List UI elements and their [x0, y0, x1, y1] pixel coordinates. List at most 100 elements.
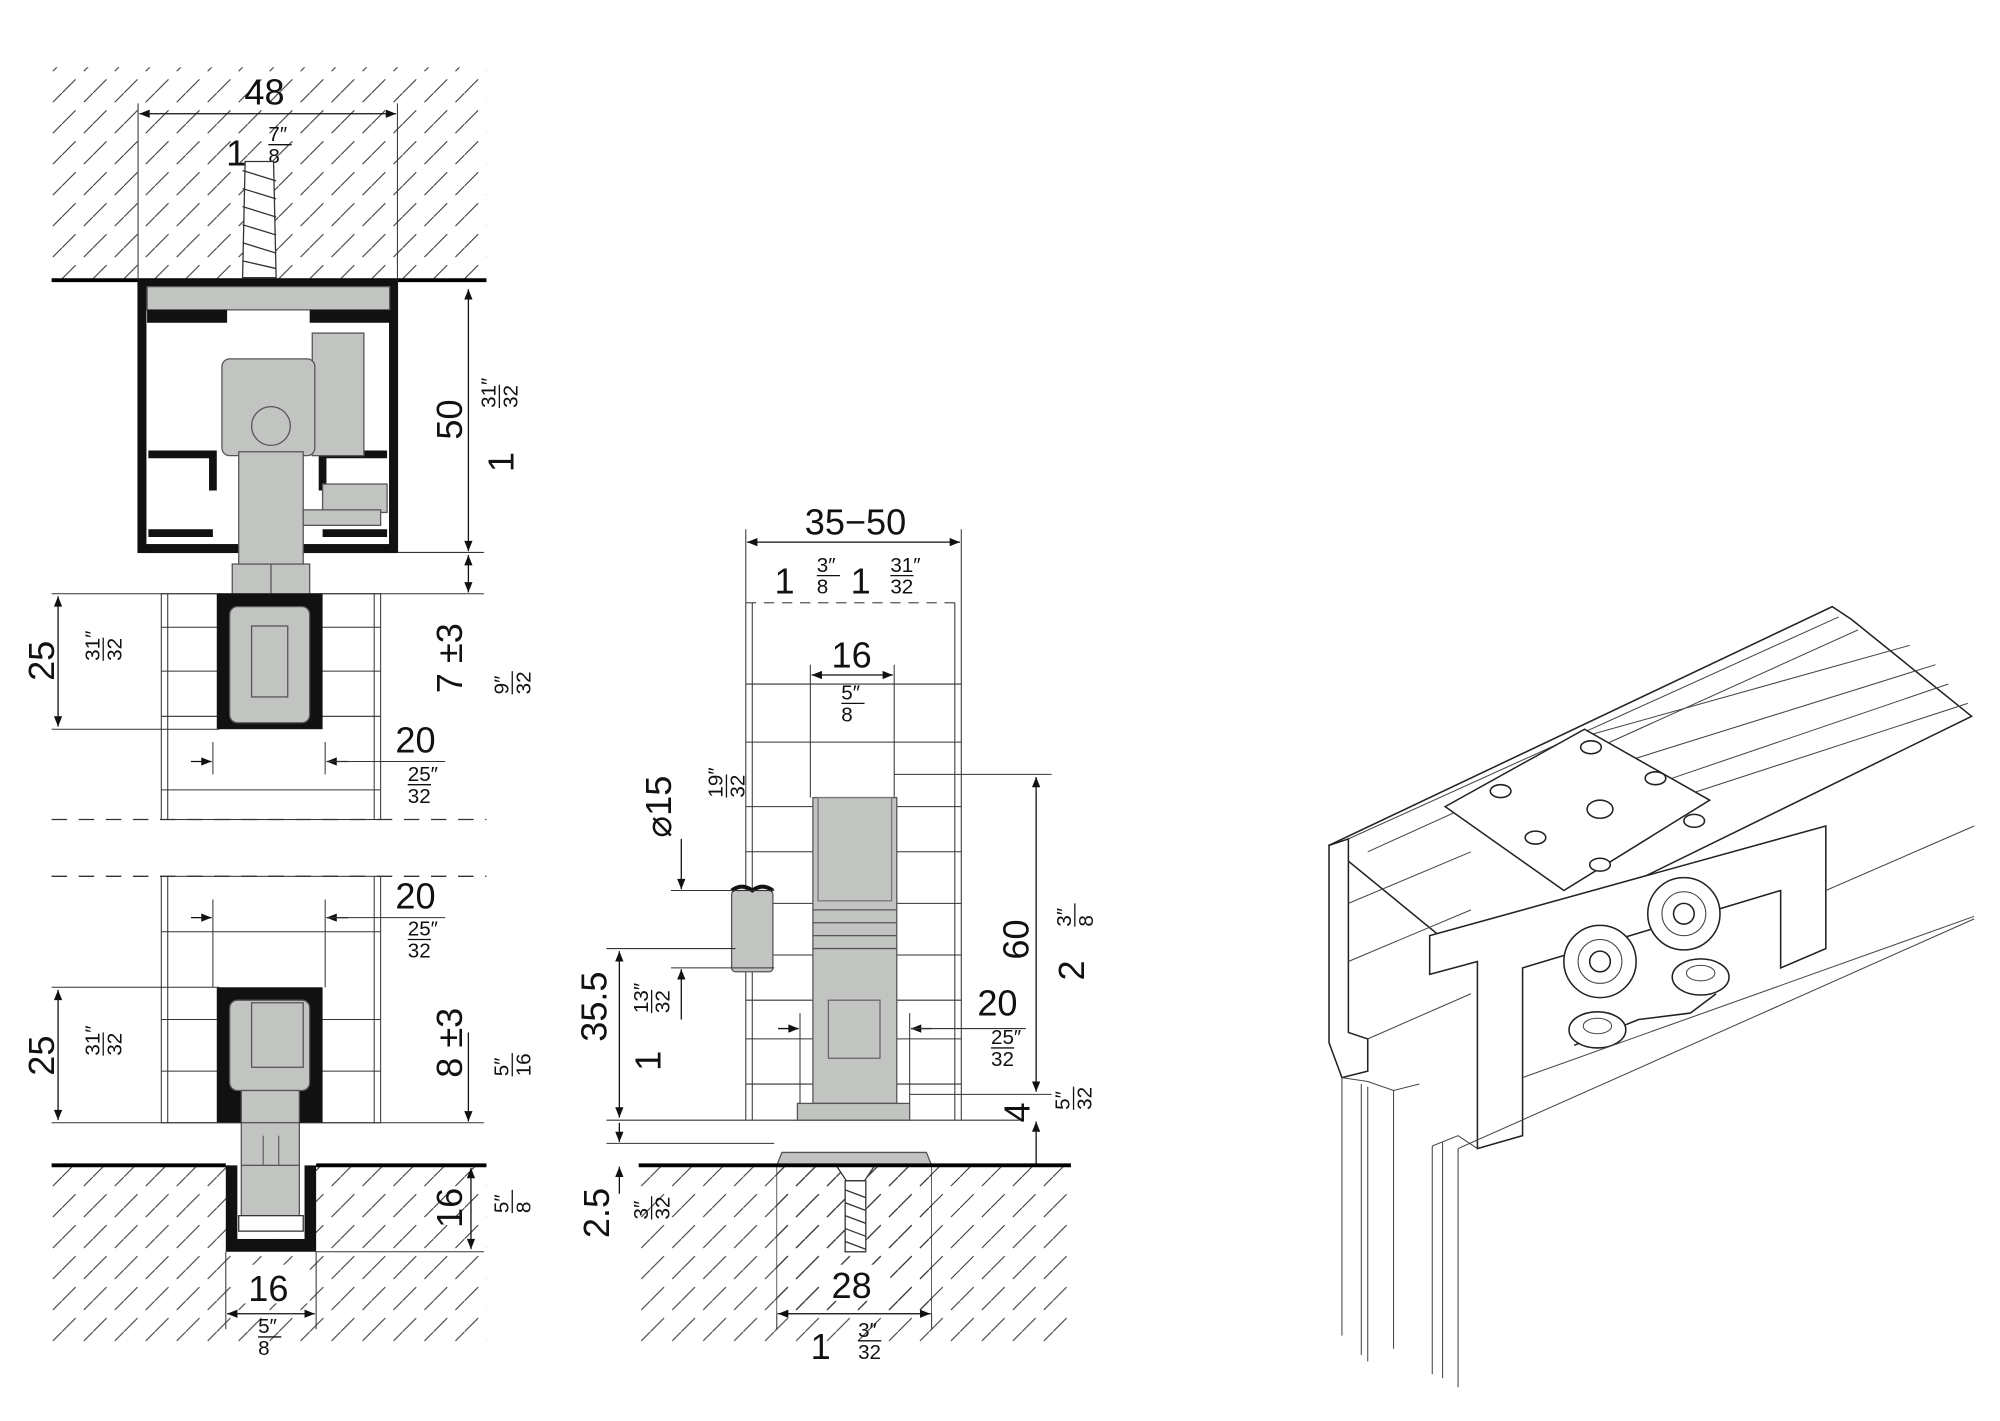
- glass-door-panels: [1341, 918, 1975, 1388]
- plate-thickness-in-fraction: 3″32: [630, 1196, 675, 1220]
- fraction-numerator: 7″: [268, 123, 287, 146]
- bottom-guide-height-mm-label: 25: [21, 1036, 62, 1076]
- plate-width-mm-label: 28: [832, 1265, 872, 1306]
- width-mm-label: 48: [244, 72, 284, 113]
- track-height-mm-label: 50: [429, 399, 470, 439]
- fraction-denominator: 32: [727, 775, 750, 798]
- guide-height-in-fraction: 3″8: [1053, 903, 1098, 927]
- top-gap-mm-label: 7 ±3: [429, 623, 470, 693]
- door-min-in-whole: 1: [774, 561, 794, 602]
- fraction-numerator: 31″: [890, 554, 920, 577]
- fraction-denominator: 32: [991, 1048, 1014, 1071]
- fraction-denominator: 8: [841, 703, 852, 726]
- fraction-denominator: 8: [817, 576, 828, 599]
- fraction-numerator: 19″: [705, 767, 728, 797]
- width-in-whole: 1: [226, 132, 246, 173]
- mounting-plate: [1443, 728, 1712, 892]
- plate-width-in-whole: 1: [811, 1326, 831, 1367]
- middle-section-view: 35−50 1 3″8 1 31″32 16 5″8: [573, 501, 1097, 1367]
- door-max-in-whole: 1: [851, 561, 871, 602]
- bottom-gap-in-fraction: 5″16: [490, 1053, 535, 1077]
- guide-height-in-whole: 2: [1051, 960, 1092, 980]
- roller-wheels: [1563, 876, 1730, 1049]
- bottom-door-width-in-fraction: 25″32: [407, 918, 438, 963]
- pin-diameter-in-fraction: 19″32: [705, 767, 750, 797]
- fraction-denominator: 8: [268, 145, 279, 168]
- fraction-denominator: 32: [652, 990, 675, 1013]
- guide-width-mm-label: 20: [977, 983, 1017, 1024]
- bottom-gap-mm-label: 8 ±3: [429, 1008, 470, 1078]
- track-end-profile: [1328, 837, 1369, 1079]
- pin-diameter-mm-label: ⌀15: [638, 776, 679, 838]
- fraction-numerator: 3″: [858, 1319, 877, 1342]
- door-min-in-fraction: 3″8: [817, 554, 840, 599]
- fraction-denominator: 8: [1075, 915, 1098, 926]
- fraction-denominator: 32: [103, 638, 126, 661]
- left-section-view: 48 1 7″8 50: [21, 67, 535, 1360]
- top-guide-height-in-fraction: 31″32: [81, 631, 126, 661]
- width-in-fraction: 7″8: [268, 123, 292, 168]
- top-door-width-in-fraction: 25″32: [407, 763, 438, 808]
- fraction-numerator: 9″: [490, 676, 513, 695]
- bottom-door-guide: [216, 987, 323, 1221]
- fraction-numerator: 25″: [991, 1026, 1021, 1049]
- door-range-mm-label: 35−50: [805, 501, 906, 542]
- door-max-in-fraction: 31″32: [890, 554, 920, 599]
- fraction-denominator: 32: [408, 785, 431, 808]
- top-door-width-mm-label: 20: [395, 719, 435, 760]
- floor-guide-body: [796, 796, 911, 1121]
- fraction-denominator: 32: [408, 940, 431, 963]
- bottom-guide-height-in-fraction: 31″32: [81, 1025, 126, 1056]
- pin-height-in-whole: 1: [628, 1051, 669, 1071]
- fraction-numerator: 3″: [630, 1201, 653, 1220]
- fraction-numerator: 5″: [841, 682, 860, 705]
- fraction-numerator: 13″: [630, 983, 653, 1013]
- track-height-in-fraction: 31″32: [477, 378, 522, 408]
- plate-thickness-mm-label: 2.5: [576, 1188, 617, 1238]
- guide-pin: [730, 884, 775, 973]
- fraction-numerator: 25″: [408, 918, 438, 941]
- top-guide-height-mm-label: 25: [21, 641, 62, 681]
- floor-channel-profile: [225, 1164, 317, 1252]
- gap-in-fraction: 5″32: [1052, 1086, 1097, 1110]
- top-gap-in-fraction: 9″32: [490, 671, 535, 694]
- gap-mm-label: 4: [997, 1102, 1038, 1122]
- track-front-frame: [1428, 824, 1827, 1150]
- fraction-denominator: 32: [890, 576, 913, 599]
- fraction-denominator: 32: [652, 1197, 675, 1220]
- bottom-door-width-mm-label: 20: [395, 876, 435, 917]
- fraction-numerator: 31″: [81, 1025, 104, 1055]
- fraction-numerator: 5″: [490, 1194, 513, 1213]
- slot-width-mm-label: 16: [832, 634, 872, 675]
- fraction-denominator: 32: [499, 385, 522, 408]
- carriage-assembly: [221, 332, 388, 606]
- slot-width-in-fraction: 5″8: [841, 682, 865, 726]
- fraction-denominator: 8: [258, 1337, 269, 1360]
- isometric-track-render: [1327, 605, 1975, 1388]
- fraction-numerator: 5″: [258, 1315, 277, 1338]
- channel-depth-in-fraction: 5″8: [490, 1189, 535, 1213]
- fraction-denominator: 32: [858, 1341, 881, 1364]
- fraction-numerator: 5″: [1052, 1091, 1075, 1110]
- guide-height-mm-label: 60: [995, 919, 1036, 959]
- fraction-denominator: 32: [512, 671, 535, 694]
- fraction-numerator: 25″: [408, 763, 438, 786]
- fraction-numerator: 3″: [817, 554, 836, 577]
- fraction-denominator: 32: [103, 1033, 126, 1056]
- guide-width-in-fraction: 25″32: [991, 1026, 1021, 1071]
- fraction-numerator: 3″: [1053, 908, 1076, 927]
- pin-height-mm-label: 35.5: [573, 971, 614, 1041]
- top-door-guide: [216, 593, 323, 730]
- fraction-numerator: 31″: [81, 631, 104, 661]
- mounting-plate-holes: [1489, 740, 1706, 872]
- channel-depth-mm-label: 16: [429, 1188, 470, 1228]
- floor-screw-icon: [834, 1164, 877, 1253]
- pin-height-in-fraction: 13″32: [630, 983, 675, 1014]
- fraction-denominator: 32: [1074, 1087, 1097, 1110]
- track-height-in-whole: 1: [481, 452, 522, 472]
- channel-width-mm-label: 16: [248, 1268, 288, 1309]
- fraction-denominator: 8: [512, 1202, 535, 1213]
- fraction-numerator: 31″: [477, 378, 500, 408]
- plate-width-in-fraction: 3″32: [858, 1319, 882, 1364]
